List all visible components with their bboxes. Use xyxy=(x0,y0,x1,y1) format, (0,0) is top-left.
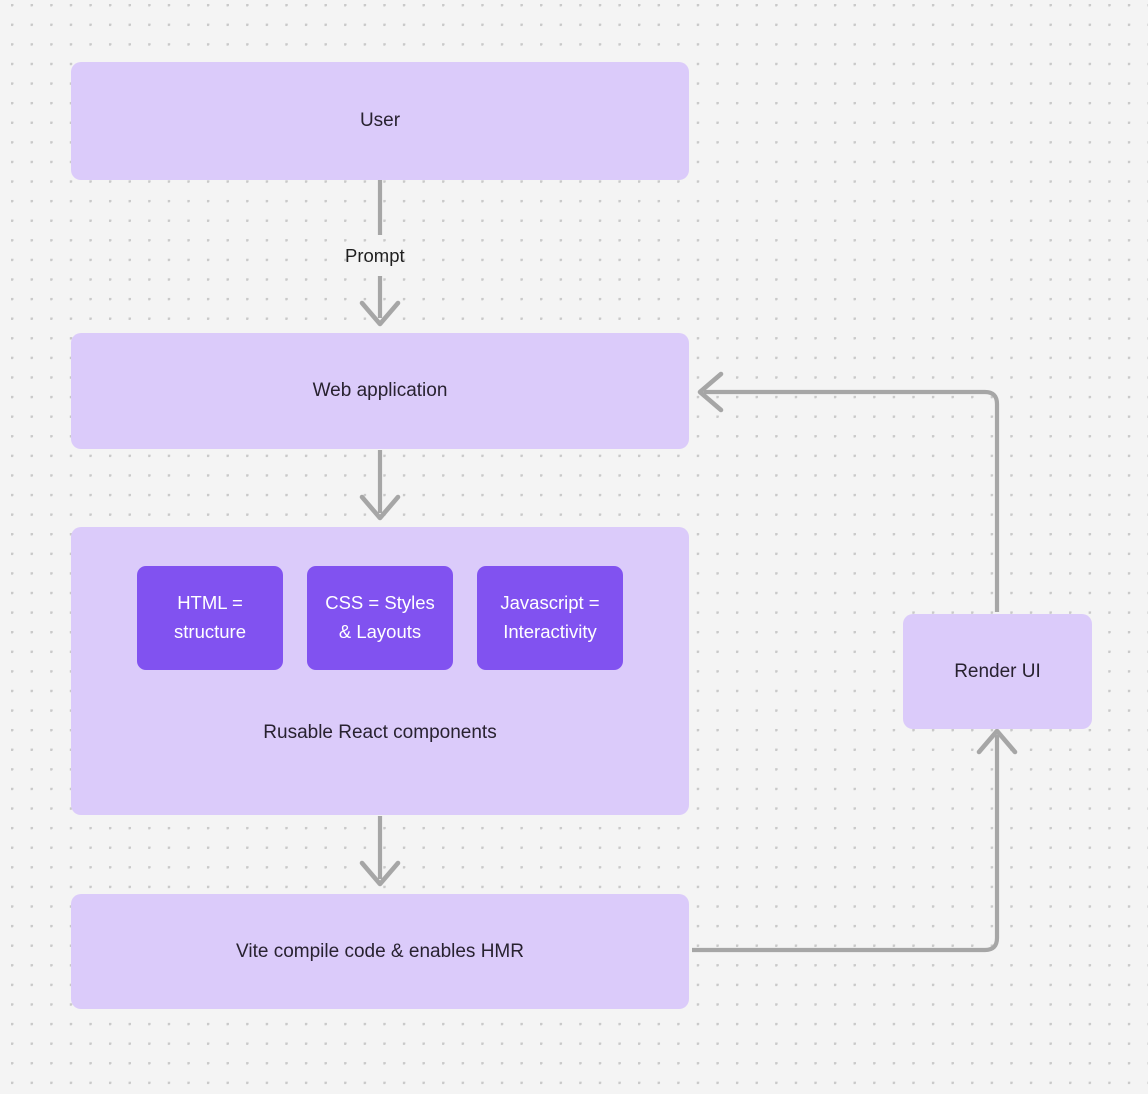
node-vite-label: Vite compile code & enables HMR xyxy=(236,940,524,962)
edge-render-ui-to-web-application-arrowhead xyxy=(697,371,724,413)
node-web-application[interactable]: Web application xyxy=(71,333,689,449)
edge-vite-to-render-ui-line xyxy=(692,735,1000,953)
node-javascript[interactable]: Javascript = Interactivity xyxy=(477,566,623,670)
edge-user-to-web-application-arrowhead xyxy=(359,300,401,327)
node-html-label: HTML = structure xyxy=(174,592,246,642)
node-web-application-label: Web application xyxy=(312,380,448,402)
node-user-label: User xyxy=(359,110,401,132)
node-components-group[interactable]: HTML = structure CSS = Styles & Layouts … xyxy=(71,527,689,815)
edge-render-ui-to-web-application-line xyxy=(704,389,1000,612)
node-css[interactable]: CSS = Styles & Layouts xyxy=(307,566,453,670)
node-vite[interactable]: Vite compile code & enables HMR xyxy=(71,894,689,1009)
edge-vite-to-render-ui-arrowhead xyxy=(976,728,1018,755)
node-css-label: CSS = Styles & Layouts xyxy=(325,592,435,642)
edge-components-to-vite-arrowhead xyxy=(359,860,401,887)
node-user[interactable]: User xyxy=(71,62,689,180)
edge-web-application-to-components-arrowhead xyxy=(359,494,401,521)
node-render-ui[interactable]: Render UI xyxy=(903,614,1092,729)
node-components-group-label: Rusable React components xyxy=(263,722,497,743)
edge-label-prompt: Prompt xyxy=(345,245,405,266)
node-html[interactable]: HTML = structure xyxy=(137,566,283,670)
node-javascript-label: Javascript = Interactivity xyxy=(500,592,600,642)
node-render-ui-label: Render UI xyxy=(954,660,1041,682)
